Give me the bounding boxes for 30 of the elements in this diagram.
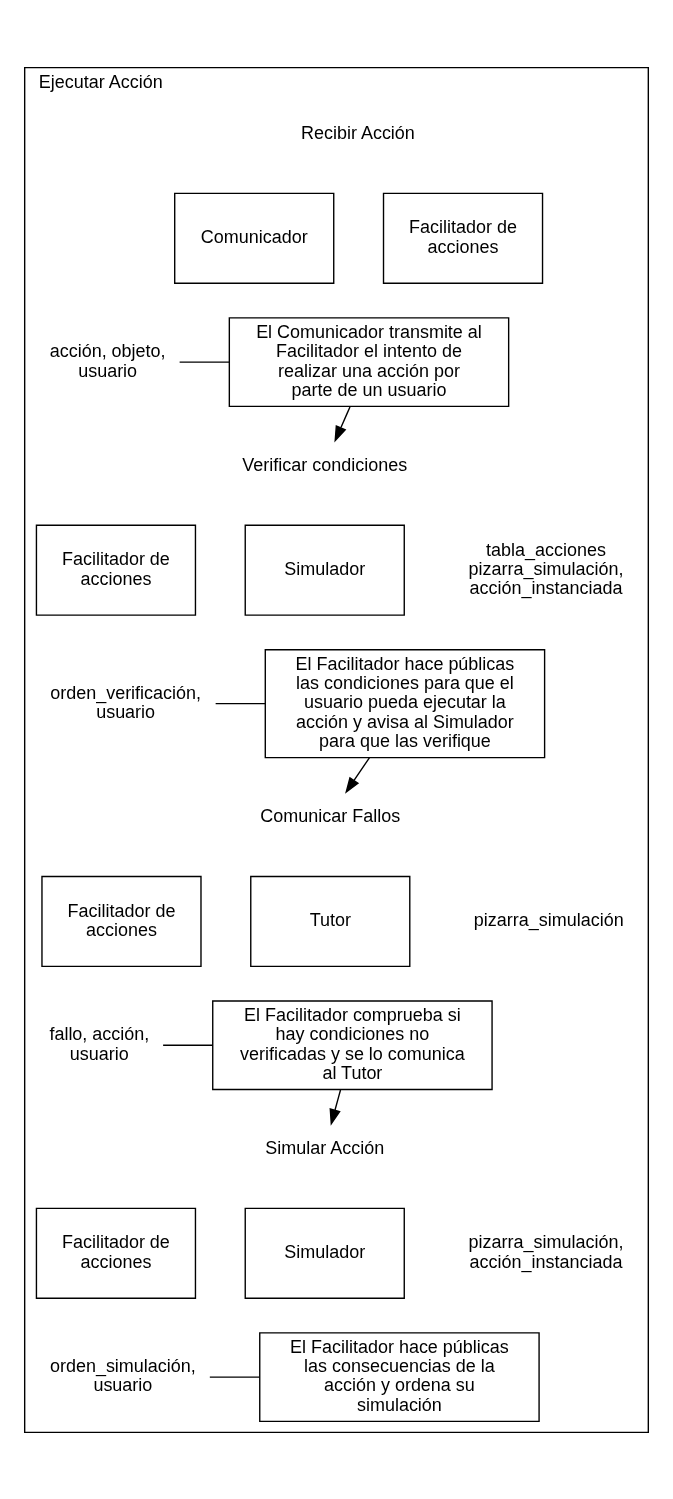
node-box: El Facilitador comprueba si hay condiciones no verificadas y se lo comunica al Tutor bbox=[212, 999, 493, 1090]
node-box: Facilitador de acciones bbox=[382, 192, 544, 284]
arrow bbox=[334, 405, 351, 442]
node-text: Recibir Acción bbox=[301, 122, 415, 143]
node-box: El Facilitador hace públicas las consecuencias de la acción y ordena su simulación bbox=[259, 1331, 540, 1422]
arrow bbox=[329, 1088, 342, 1126]
arrow bbox=[345, 756, 371, 794]
node-text: Verificar condiciones bbox=[242, 454, 408, 475]
label: pizarra_simulación, acción_instanciada bbox=[468, 1231, 624, 1272]
node-text: fallo, acción, usuario bbox=[49, 1023, 150, 1064]
node-text: acción, objeto, usuario bbox=[49, 340, 166, 381]
node-box: El Comunicador transmite al Facilitador el intento de realizar una acción por parte de un usuario bbox=[228, 316, 510, 407]
label: pizarra_simulación bbox=[473, 909, 624, 930]
node-box: Tutor bbox=[250, 875, 411, 967]
node-text: Simular Acción bbox=[265, 1137, 385, 1158]
node-box: Comunicador bbox=[174, 192, 335, 284]
node-box: El Facilitador hace públicas las condiciones para que el usuario pueda ejecutar la acción y avisa al Simulador para que las verifique bbox=[264, 648, 546, 758]
connector bbox=[178, 360, 230, 363]
node-text: Comunicar Fallos bbox=[260, 805, 401, 826]
connector bbox=[162, 1044, 214, 1046]
node-box: Facilitador de acciones bbox=[35, 1207, 197, 1299]
node-text: orden_verificación, usuario bbox=[50, 682, 202, 722]
node-box: Facilitador de acciones bbox=[35, 524, 197, 616]
connector bbox=[214, 702, 266, 704]
label: tabla_acciones pizarra_simulación, acción_instanciada bbox=[468, 539, 624, 598]
node-box: Simulador bbox=[244, 1207, 405, 1299]
node-box: Simulador bbox=[244, 524, 405, 616]
node-text: orden_simulación, usuario bbox=[49, 1355, 196, 1395]
node-box: Facilitador de acciones bbox=[41, 875, 202, 967]
connector bbox=[209, 1375, 261, 1378]
